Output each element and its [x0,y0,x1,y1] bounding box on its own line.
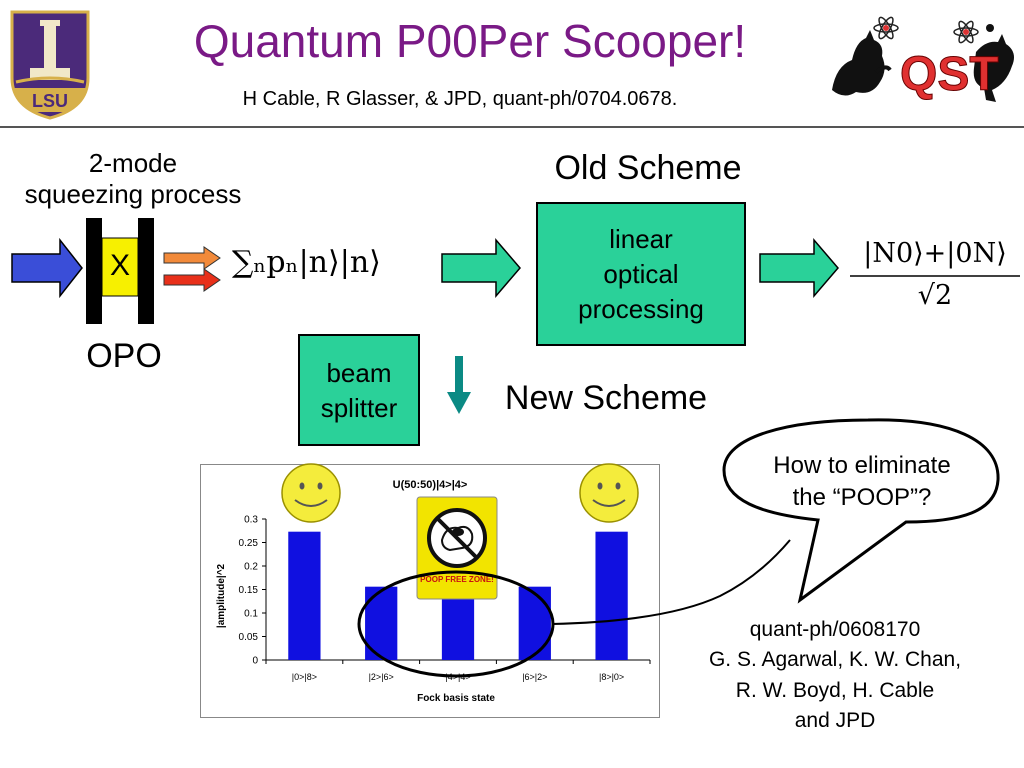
chart-x-tick-label: |2>|6> [369,672,394,682]
crystal-label: X [109,249,130,282]
chart-y-tick-label: 0.05 [239,632,259,643]
linear-box-line2: optical [603,259,679,290]
output-arrow-orange [163,246,221,270]
callout-bubble [722,418,1000,604]
opo-mirror-right [138,218,154,324]
opo-description-line1: 2-mode [88,148,178,178]
page-subtitle: H Cable, R Glasser, & JPD, quant-ph/0704… [242,88,678,110]
opo-label: OPO [86,337,162,375]
reference-line2: G. S. Agarwal, K. W. Chan, [708,648,962,672]
chart-x-tick-label: |0>|8> [292,672,317,682]
opo-description-line2: squeezing process [24,179,242,210]
linear-optical-processing-box: linear optical processing [536,202,746,346]
reference-line3: R. W. Boyd, H. Cable [735,678,935,702]
beam-splitter-box: beam splitter [298,334,420,446]
chart-x-tick-label: |8>|0> [599,672,624,682]
callout-connector [551,539,791,625]
reference-citation: quant-ph/0608170 G. S. Agarwal, K. W. Ch… [670,615,1000,737]
linear-box-line1: linear [609,224,673,254]
beam-splitter-line2: splitter [320,393,398,424]
new-scheme-label: New Scheme [504,379,708,417]
chart-y-tick-label: 0 [252,656,258,667]
noon-state-numerator: |N0⟩+|0N⟩ [863,238,1007,269]
poop-highlight-ellipse [357,570,555,678]
reference-line1: quant-ph/0608170 [749,618,921,641]
chart-y-tick-label: 0.1 [244,609,258,620]
opo-mirror-left [86,218,102,324]
chart-title: U(50:50)|4>|4> [393,479,468,491]
sign-text: POOP FREE ZONE! [420,575,494,584]
callout-line1: How to eliminate [773,452,951,479]
two-mode-state-formula: ∑ₙpₙ|n⟩|n⟩ [232,245,381,280]
chart-x-axis-label: Fock basis state [417,693,495,704]
new-scheme-arrow-head [447,392,471,414]
chart-bar [518,586,551,660]
qst-logo: QST [832,16,1014,102]
chart-y-axis-label: |amplitude|^2 [216,563,227,628]
lsu-logo-text: LSU [32,91,68,111]
header-divider [0,126,1024,128]
callout-text: How to eliminate the “POOP”? [742,450,982,515]
beam-splitter-line1: beam [326,358,392,388]
chart-y-tick-label: 0.2 [244,562,258,573]
output-arrow-red [163,268,221,292]
chart-bar [441,598,475,660]
input-pump-arrow [11,237,83,299]
page-title: Quantum P00Per Scooper! [193,15,747,67]
chart-bar [595,531,628,660]
smiley-face-right [579,463,639,523]
noon-state-denominator: √2 [917,280,953,311]
linear-box-line3: processing [578,294,704,325]
reference-line4: and JPD [794,709,876,733]
arrow-to-linear-optics [441,237,521,299]
chart-x-tick-label: |6>|2> [522,672,547,682]
smiley-face-left [281,463,341,523]
old-scheme-label: Old Scheme [554,149,742,187]
callout-line2: the “POOP”? [792,484,932,512]
chart-y-tick-label: 0.15 [239,585,259,596]
arrow-to-noon-state [759,237,839,299]
new-scheme-arrow-shaft [455,356,463,396]
opo-description: 2-mode squeezing process [0,148,266,210]
chart-y-tick-label: 0.25 [239,538,259,549]
chart-bar [288,531,321,660]
qst-logo-text: QST [900,48,999,101]
lsu-logo: LSU [10,10,90,120]
chart-y-tick-label: 0.3 [244,515,258,526]
